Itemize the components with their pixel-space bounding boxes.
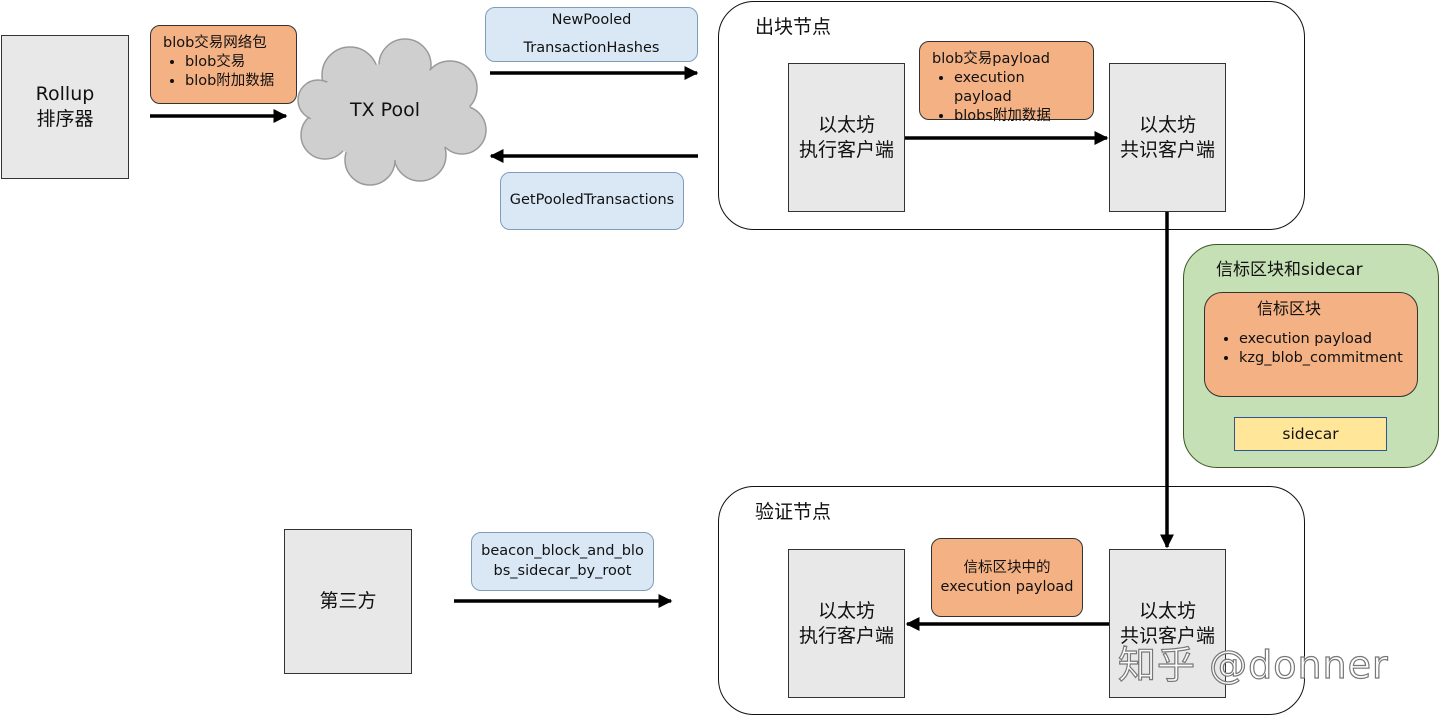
blob-packet-item: blob交易 xyxy=(185,53,284,72)
new-pooled-tx-hashes-box: NewPooled TransactionHashes xyxy=(485,7,698,62)
beacon-block-list: execution payload kzg_blob_commitment xyxy=(1217,330,1405,368)
blob-payload-box: blob交易payload execution payload blobs附加数… xyxy=(919,41,1094,124)
blob-payload-item: blobs附加数据 xyxy=(954,107,1081,126)
blob-packet-item: blob附加数据 xyxy=(185,72,284,91)
beacon-block-title: 信标区块 xyxy=(1257,299,1322,318)
producer-exec-client-label: 以太坊 执行客户端 xyxy=(798,113,894,161)
validator-consensus-client-label: 以太坊 共识客户端 xyxy=(1119,599,1215,647)
beacon-sidecar-title: 信标区块和sidecar xyxy=(1216,260,1363,280)
producer-exec-client: 以太坊 执行客户端 xyxy=(788,63,905,212)
sidecar-box: sidecar xyxy=(1234,417,1387,451)
beacon-block-item: kzg_blob_commitment xyxy=(1239,349,1405,368)
blob-payload-title: blob交易payload xyxy=(932,51,1050,67)
by-root-request-label: beacon_block_and_blo bs_sidecar_by_root xyxy=(481,542,644,579)
get-pooled-tx-label: GetPooledTransactions xyxy=(509,192,675,209)
rollup-sequencer-label: Rollup 排序器 xyxy=(35,83,95,130)
tx-pool-label: TX Pool xyxy=(350,99,420,121)
blob-payload-item: execution payload xyxy=(954,69,1081,107)
by-root-request-box: beacon_block_and_blo bs_sidecar_by_root xyxy=(471,532,654,591)
get-pooled-tx-box: GetPooledTransactions xyxy=(500,172,684,230)
beacon-block-box: 信标区块 execution payload kzg_blob_commitme… xyxy=(1204,292,1418,397)
third-party-box: 第三方 xyxy=(284,529,412,674)
third-party-label: 第三方 xyxy=(319,590,377,613)
validator-exec-client-label: 以太坊 执行客户端 xyxy=(798,599,894,647)
exec-payload-box: 信标区块中的 execution payload xyxy=(931,538,1083,617)
sidecar-label: sidecar xyxy=(1282,425,1339,443)
producer-consensus-client: 以太坊 共识客户端 xyxy=(1109,63,1226,212)
beacon-block-item: execution payload xyxy=(1239,330,1405,349)
blob-payload-list: execution payload blobs附加数据 xyxy=(932,69,1081,126)
watermark: 知乎 @donner xyxy=(1117,642,1389,687)
producer-consensus-client-label: 以太坊 共识客户端 xyxy=(1119,113,1215,161)
blob-packet-list: blob交易 blob附加数据 xyxy=(163,53,284,91)
exec-payload-label: 信标区块中的 execution payload xyxy=(940,559,1074,595)
producer-node-title: 出块节点 xyxy=(755,16,832,38)
blob-packet-title: blob交易网络包 xyxy=(163,35,267,51)
validator-consensus-client: 以太坊 共识客户端 xyxy=(1109,549,1226,698)
new-pooled-tx-hashes-label: NewPooled TransactionHashes xyxy=(523,11,660,56)
validator-exec-client: 以太坊 执行客户端 xyxy=(788,549,905,698)
blob-packet-box: blob交易网络包 blob交易 blob附加数据 xyxy=(150,25,297,104)
validator-node-title: 验证节点 xyxy=(755,501,832,523)
rollup-sequencer-box: Rollup 排序器 xyxy=(1,35,129,179)
